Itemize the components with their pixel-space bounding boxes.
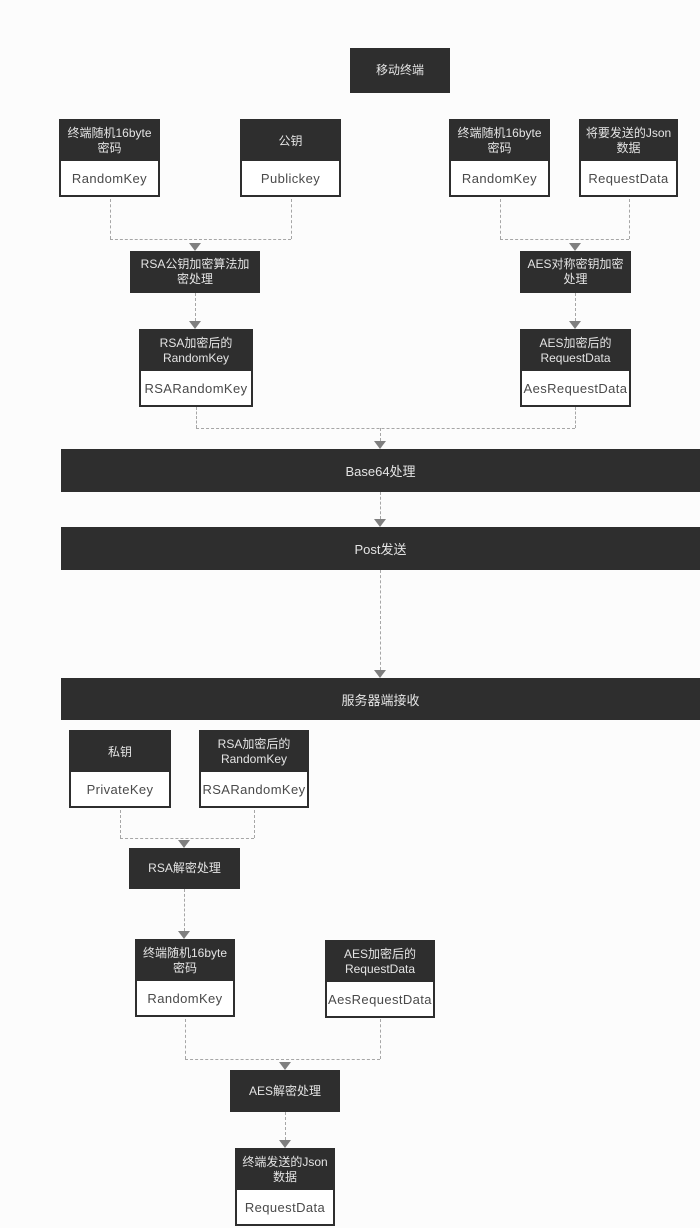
node-label: 终端发送的Json 数据 [237,1150,333,1190]
arrow-down-icon [178,840,190,848]
connector-line [380,492,381,519]
connector-line [120,810,121,838]
connector-line [110,239,291,240]
connector-line [120,838,254,839]
node-label: RSA加密后的 RandomKey [141,331,251,371]
connector-line [500,199,501,239]
node-value: PrivateKey [71,772,169,806]
band-server-receive: 服务器端接收 [61,678,700,720]
arrow-down-icon [279,1062,291,1070]
connector-line [629,199,630,239]
arrow-down-icon [374,519,386,527]
arrow-down-icon [189,321,201,329]
arrow-down-icon [569,243,581,251]
connector-line [285,1112,286,1140]
node-server-privatekey: 私钥 PrivateKey [69,730,171,808]
connector-line [380,1019,381,1059]
arrow-down-icon [374,670,386,678]
connector-line [575,293,576,321]
node-client-randomkey-1: 终端随机16byte 密码 RandomKey [59,119,160,197]
node-label: AES加密后的 RequestData [327,942,433,982]
connector-line [291,199,292,239]
process-rsa-decrypt-box: RSA解密处理 [129,848,240,889]
node-rsa-randomkey: RSA加密后的 RandomKey RSARandomKey [139,329,253,407]
node-label: 私钥 [71,732,169,772]
node-label: AES加密后的 RequestData [522,331,629,371]
connector-line [195,293,196,321]
node-value: AesRequestData [522,371,629,405]
node-value: AesRequestData [327,982,433,1016]
arrow-down-icon [189,243,201,251]
node-value: RSARandomKey [201,772,307,806]
connector-line [184,889,185,931]
node-server-randomkey: 终端随机16byte 密码 RandomKey [135,939,235,1017]
node-value: RequestData [237,1190,333,1224]
connector-line [110,199,111,239]
node-client-publickey: 公钥 Publickey [240,119,341,197]
arrow-down-icon [178,931,190,939]
arrow-down-icon [374,441,386,449]
mobile-terminal-title-box: 移动终端 [350,48,450,93]
arrow-down-icon [569,321,581,329]
connector-line [185,1059,380,1060]
node-value: Publickey [242,161,339,195]
connector-line [254,810,255,838]
node-label: RSA加密后的 RandomKey [201,732,307,772]
node-value: RandomKey [451,161,548,195]
node-client-requestdata: 将要发送的Json 数据 RequestData [579,119,678,197]
band-post-send: Post发送 [61,527,700,570]
connector-line [380,428,381,441]
node-server-rsa-randomkey: RSA加密后的 RandomKey RSARandomKey [199,730,309,808]
connector-line [575,407,576,428]
node-label: 公钥 [242,121,339,161]
node-value: RequestData [581,161,676,195]
process-rsa-encrypt-box: RSA公钥加密算法加 密处理 [130,251,260,293]
node-server-aes-requestdata: AES加密后的 RequestData AesRequestData [325,940,435,1018]
process-aes-encrypt-box: AES对称密钥加密 处理 [520,251,631,293]
connector-line [500,239,629,240]
connector-line [185,1019,186,1059]
connector-line [380,570,381,670]
node-client-randomkey-2: 终端随机16byte 密码 RandomKey [449,119,550,197]
connector-line [196,407,197,428]
node-value: RSARandomKey [141,371,251,405]
band-base64: Base64处理 [61,449,700,492]
node-label: 终端随机16byte 密码 [451,121,548,161]
node-result-requestdata: 终端发送的Json 数据 RequestData [235,1148,335,1226]
process-aes-decrypt-box: AES解密处理 [230,1070,340,1112]
node-value: RandomKey [137,981,233,1015]
node-label: 终端随机16byte 密码 [137,941,233,981]
arrow-down-icon [279,1140,291,1148]
node-aes-requestdata: AES加密后的 RequestData AesRequestData [520,329,631,407]
connector-line [196,428,575,429]
node-label: 将要发送的Json 数据 [581,121,676,161]
node-value: RandomKey [61,161,158,195]
node-label: 终端随机16byte 密码 [61,121,158,161]
